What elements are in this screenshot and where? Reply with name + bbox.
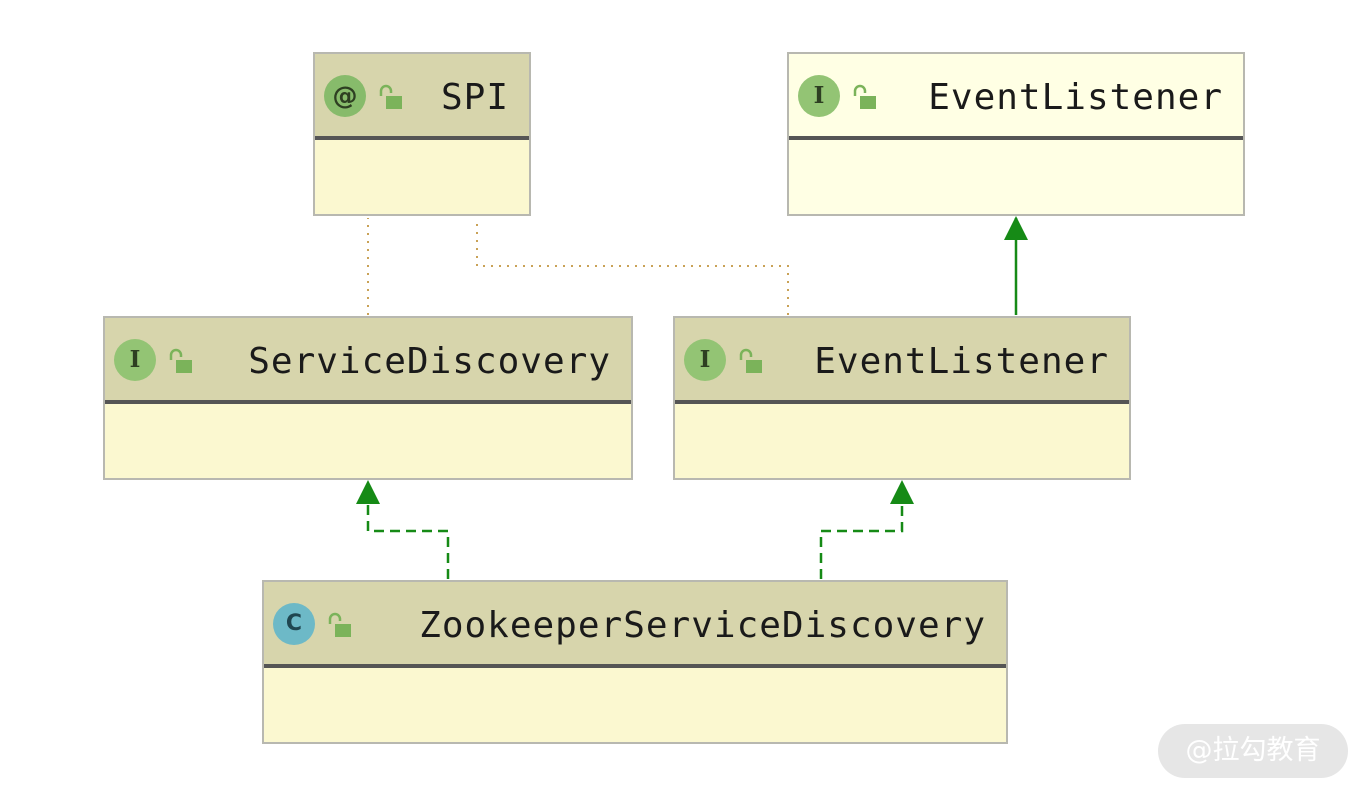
uml-node-name: EventListener: [928, 77, 1223, 118]
annotation-icon: @: [324, 75, 366, 117]
uml-node-servicediscovery[interactable]: I ServiceDiscovery: [103, 316, 633, 480]
extends-arrowhead-eventlistener: [1004, 216, 1028, 240]
interface-icon: I: [114, 339, 156, 381]
interface-icon: I: [684, 339, 726, 381]
lock-open-icon: [853, 84, 876, 109]
annotation-link-eventlistener-spi: [476, 218, 789, 315]
uml-node-name: ZookeeperServiceDiscovery: [419, 605, 986, 646]
implements-arrow-eventlistener: [819, 500, 904, 579]
uml-node-header: I ServiceDiscovery: [105, 318, 631, 404]
uml-node-name: SPI: [440, 77, 509, 118]
lock-open-icon: [379, 84, 402, 109]
uml-node-header: @ SPI: [315, 54, 529, 140]
watermark-label: @拉勾教育: [1158, 724, 1348, 778]
lock-open-icon: [739, 348, 762, 373]
implements-arrow-servicediscovery: [366, 500, 450, 579]
uml-node-eventlistener-parent[interactable]: I EventListener: [787, 52, 1245, 216]
uml-node-spi[interactable]: @ SPI: [313, 52, 531, 216]
implements-arrowhead-eventlistener: [890, 480, 914, 504]
lock-open-icon: [328, 612, 351, 637]
uml-node-header: I EventListener: [675, 318, 1129, 404]
uml-node-header: I EventListener: [789, 54, 1243, 140]
implements-arrowhead-servicediscovery: [356, 480, 380, 504]
interface-icon: I: [798, 75, 840, 117]
uml-node-zookeeperservicediscovery[interactable]: C ZookeeperServiceDiscovery: [262, 580, 1008, 744]
class-icon: C: [273, 603, 315, 645]
uml-node-name: EventListener: [814, 341, 1109, 382]
lock-open-icon: [169, 348, 192, 373]
uml-node-eventlistener[interactable]: I EventListener: [673, 316, 1131, 480]
uml-node-header: C ZookeeperServiceDiscovery: [264, 582, 1006, 668]
uml-node-name: ServiceDiscovery: [248, 341, 611, 382]
